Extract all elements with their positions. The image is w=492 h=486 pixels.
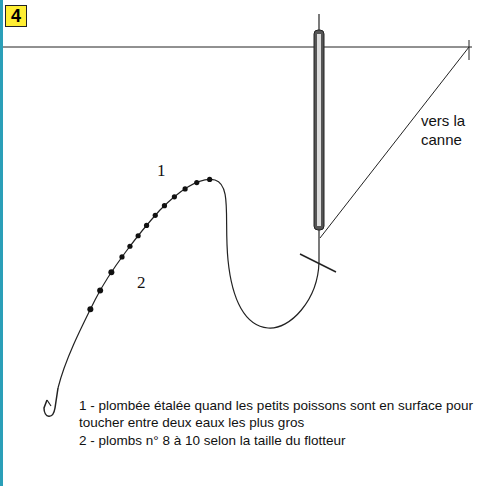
shot-weight — [162, 203, 167, 208]
water-surface — [3, 47, 472, 48]
callout-number: 1 — [157, 160, 177, 181]
float-highlight — [317, 34, 321, 226]
hook — [44, 388, 58, 416]
figure-number: 4 — [11, 7, 21, 25]
shot-weight — [182, 186, 187, 191]
note-text: 2 - plombs n° 8 à 10 selon la taille du … — [79, 433, 489, 450]
shot-weight — [119, 254, 124, 259]
hook-barb — [47, 400, 51, 406]
figure-number-box: 4 — [5, 5, 27, 27]
callout-number: 2 — [137, 272, 157, 293]
shot-weight — [207, 177, 212, 182]
float-body — [314, 30, 324, 230]
shot-weight — [108, 269, 114, 275]
shot-weight — [144, 223, 149, 228]
rod-tip-mark — [469, 40, 470, 60]
shot-weight — [136, 233, 141, 238]
shot-weight — [194, 180, 199, 185]
shot-weight — [127, 244, 132, 249]
shot-weight — [153, 213, 158, 218]
rod-label: vers la canne — [421, 112, 473, 150]
page-border — [0, 0, 3, 486]
shot-weight — [172, 194, 177, 199]
split-shot-weights — [87, 177, 212, 312]
note-text: 1 - plombée étalée quand les petits pois… — [79, 398, 489, 432]
fishing-line — [58, 179, 319, 388]
shot-weight — [87, 306, 93, 312]
shot-weight — [97, 287, 103, 293]
